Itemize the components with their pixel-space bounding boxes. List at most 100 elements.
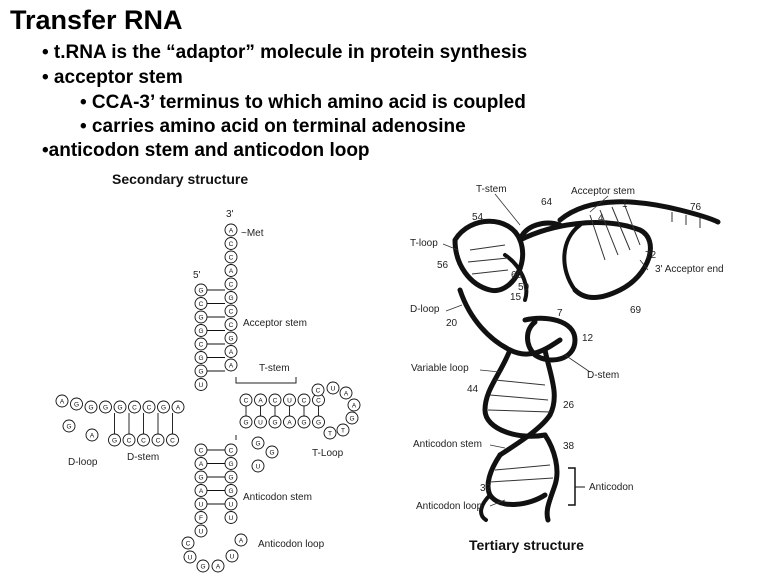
nucleotide-letter: A <box>229 268 234 275</box>
nucleotide-letter: U <box>199 501 204 508</box>
nucleotide-letter: G <box>228 335 233 342</box>
nucleotide-circle <box>128 400 141 414</box>
nucleotide-circle <box>311 383 325 397</box>
nucleotide-letter: C <box>141 437 146 444</box>
nucleotide-letter: C <box>229 241 234 248</box>
nucleotide-letter: G <box>198 287 203 294</box>
nucleotide-letter: G <box>161 404 166 411</box>
nucleotide-circle <box>224 277 238 291</box>
nucleotide-letter: A <box>287 419 292 426</box>
nucleotide-letter: C <box>229 447 234 454</box>
nucleotide-letter: C <box>132 404 137 411</box>
tert-acceptor-end-label: 3' Acceptor end <box>655 264 724 275</box>
nucleotide-letter: C <box>316 387 321 394</box>
tert-anticodon-label: Anticodon <box>589 482 633 493</box>
slide-title: Transfer RNA <box>10 5 183 35</box>
secondary-base-pairs <box>114 289 319 505</box>
d-stem-label: D-stem <box>127 452 159 463</box>
nucleotide-letter: G <box>198 474 203 481</box>
tert-acceptor-stem-label: Acceptor stem <box>571 186 635 197</box>
nucleotide-circle <box>265 445 279 459</box>
anticodon-loop-label: Anticodon loop <box>258 539 325 550</box>
nucleotide-circle <box>85 428 99 442</box>
nucleotide-circle <box>224 345 238 358</box>
position-number: 1 <box>622 199 628 210</box>
nucleotide-circle <box>55 394 69 408</box>
nucleotide-circle <box>70 397 83 411</box>
tert-d-loop-label: D-loop <box>410 304 440 315</box>
d-loop-label: D-loop <box>68 457 98 468</box>
nucleotide-letter: A <box>199 461 204 468</box>
nucleotide-letter: G <box>103 404 108 411</box>
nucleotide-letter: C <box>156 437 161 444</box>
position-number: 69 <box>630 305 642 316</box>
nucleotide-circle <box>251 459 265 473</box>
nucleotide-letter: C <box>127 437 132 444</box>
nucleotide-letter: G <box>198 328 203 335</box>
tert-d-stem-label: D-stem <box>587 370 619 381</box>
nucleotide-letter: G <box>88 404 93 411</box>
nucleotide-letter: A <box>344 390 349 397</box>
nucleotide-circle <box>224 331 238 345</box>
position-number: 64 <box>541 197 553 208</box>
nucleotide-letter: G <box>198 314 203 321</box>
nucleotide-circle <box>183 550 197 564</box>
nucleotide-letter: G <box>228 474 233 481</box>
position-number: 56 <box>437 260 449 271</box>
nucleotide-circle <box>171 400 185 414</box>
nucleotide-letter: U <box>229 501 234 508</box>
nucleotide-circle <box>62 419 76 433</box>
position-number: 4 <box>598 213 604 224</box>
nucleotide-letter: A <box>176 404 181 411</box>
nucleotide-letter: G <box>349 415 354 422</box>
nucleotide-circle <box>224 250 238 264</box>
tert-anticodon-loop-label: Anticodon loop <box>416 501 483 512</box>
nucleotide-circle <box>347 398 361 412</box>
position-number: 60 <box>511 270 523 281</box>
nucleotide-circle <box>194 511 208 524</box>
t-loop-label: T-Loop <box>312 448 344 459</box>
nucleotide-letter: C <box>316 397 321 404</box>
bullet-acceptor-stem: • acceptor stem <box>42 67 183 88</box>
nucleotide-circle <box>224 264 238 277</box>
secondary-structure-diagram: Secondary structure 3' ~Met 5' Acceptor … <box>55 171 361 573</box>
nucleotide-letter: C <box>199 301 204 308</box>
position-number: 38 <box>563 441 575 452</box>
nucleotide-letter: F <box>199 515 203 522</box>
tert-t-stem-label: T-stem <box>476 184 507 195</box>
tert-variable-loop-label: Variable loop <box>411 363 469 374</box>
nucleotide-letter: T <box>328 430 332 437</box>
position-number: 26 <box>563 400 575 411</box>
secondary-heading: Secondary structure <box>112 171 248 187</box>
bullet-terminal-adenosine: • carries amino acid on terminal adenosi… <box>80 116 466 137</box>
nucleotide-circle <box>225 549 239 563</box>
nucleotide-letter: U <box>199 382 204 389</box>
nucleotide-letter: G <box>316 419 321 426</box>
nucleotide-letter: U <box>258 419 263 426</box>
nucleotide-circle <box>224 358 238 372</box>
nucleotide-circle <box>113 400 127 414</box>
nucleotide-letter: U <box>331 385 336 392</box>
nucleotide-letter: G <box>301 419 306 426</box>
nucleotide-circle <box>84 400 98 414</box>
nucleotide-letter: G <box>269 449 274 456</box>
nucleotide-letter: C <box>147 404 152 411</box>
position-number: 54 <box>472 212 484 223</box>
nucleotide-letter: G <box>112 437 117 444</box>
nucleotide-circle <box>194 524 208 538</box>
position-number: 15 <box>510 292 522 303</box>
nucleotide-letter: G <box>228 488 233 495</box>
nucleotide-letter: C <box>170 437 175 444</box>
nucleotide-letter: U <box>199 528 204 535</box>
nucleotide-letter: G <box>200 563 205 570</box>
position-number: 44 <box>467 384 479 395</box>
nucleotide-circle <box>224 237 238 250</box>
tertiary-heading: Tertiary structure <box>469 537 584 553</box>
position-number: 76 <box>690 202 702 213</box>
nucleotide-letter: C <box>199 341 204 348</box>
nucleotide-circle <box>211 559 225 573</box>
nucleotide-letter: C <box>302 397 307 404</box>
nucleotide-letter: U <box>188 554 193 561</box>
